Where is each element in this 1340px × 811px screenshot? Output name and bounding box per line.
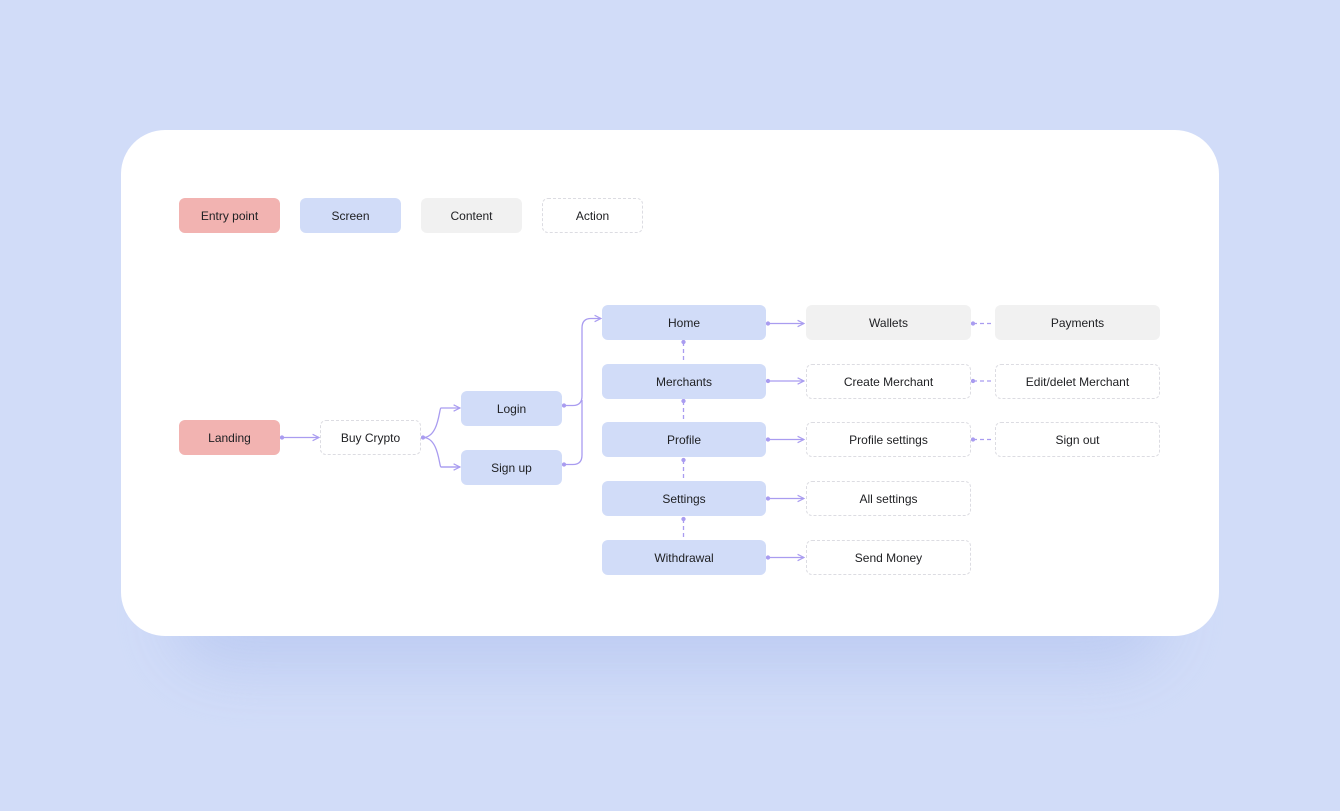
node-create-merchant: Create Merchant [806,364,971,399]
flow-diagram-card: Entry point Screen Content Action Landin… [121,130,1219,636]
node-wallets: Wallets [806,305,971,340]
node-withdrawal: Withdrawal [602,540,766,575]
node-landing: Landing [179,420,280,455]
node-profile-settings: Profile settings [806,422,971,457]
node-sign-up: Sign up [461,450,562,485]
connector-buycrypto-signup [422,436,460,468]
node-edit-delete-merchant: Edit/delet Merchant [995,364,1160,399]
legend-screen: Screen [300,198,401,233]
node-sign-out: Sign out [995,422,1160,457]
legend-content: Content [421,198,522,233]
node-send-money: Send Money [806,540,971,575]
node-settings: Settings [602,481,766,516]
legend-entry-point: Entry point [179,198,280,233]
legend-action: Action [542,198,643,233]
node-all-settings: All settings [806,481,971,516]
connector-buycrypto-login [423,408,460,438]
connector-signup-home [561,400,583,467]
node-home: Home [602,305,766,340]
connector-login-home [564,319,601,406]
node-buy-crypto: Buy Crypto [320,420,421,455]
node-profile: Profile [602,422,766,457]
node-login: Login [461,391,562,426]
node-merchants: Merchants [602,364,766,399]
node-payments: Payments [995,305,1160,340]
